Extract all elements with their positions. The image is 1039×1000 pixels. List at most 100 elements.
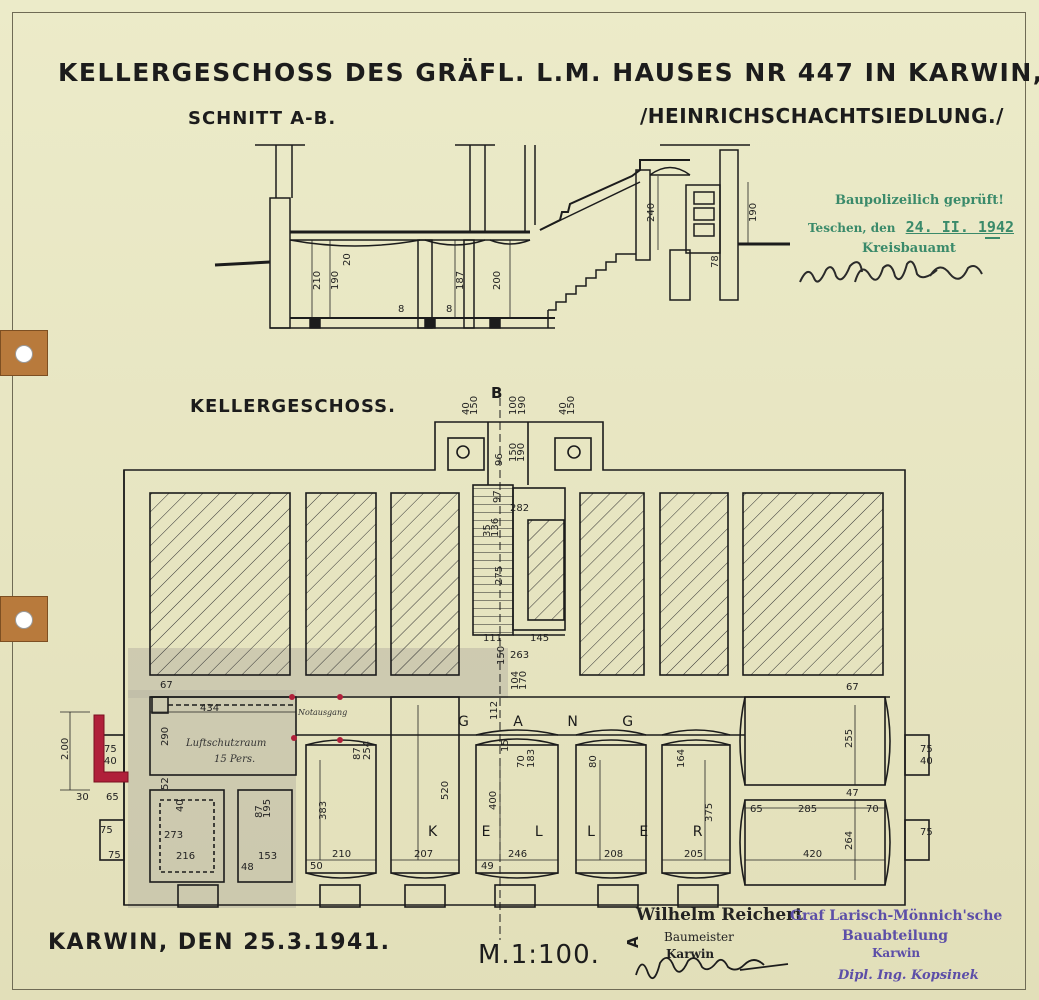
svg-text:285: 285 (798, 804, 817, 815)
builder-town: Karwin (666, 947, 715, 961)
svg-text:210: 210 (332, 849, 351, 860)
svg-text:190: 190 (517, 396, 528, 415)
dept-stamp-line1: Graf Larisch-Mönnich'sche (790, 908, 1003, 924)
approval-stamp-office: Kreisbauamt (862, 241, 956, 256)
corridor-label: G A N G (458, 714, 653, 730)
builder-name: Wilhelm Reichert (636, 905, 803, 925)
svg-text:255: 255 (844, 729, 855, 748)
svg-text:112: 112 (489, 701, 500, 720)
section-a-b (214, 144, 790, 329)
section-dim-8a: 8 (398, 304, 404, 315)
svg-text:49: 49 (481, 861, 494, 872)
svg-text:87: 87 (254, 805, 265, 818)
drawing-subtitle: /HEINRICHSCHACHTSIEDLUNG./ (640, 104, 1004, 128)
binder-tab-hole-icon (0, 330, 48, 376)
svg-text:145: 145 (530, 633, 549, 644)
builder-title: Baumeister (664, 930, 734, 944)
plan-dimensions: 40 150 100 190 40 150 96 150 190 97 282 … (60, 396, 933, 873)
svg-text:282: 282 (510, 503, 529, 514)
svg-text:75: 75 (108, 850, 121, 861)
section-dim-190: 190 (330, 271, 341, 290)
air-raid-room-label: Luftschutzraum (185, 738, 266, 749)
svg-text:111: 111 (483, 633, 502, 644)
svg-text:75: 75 (920, 744, 933, 755)
svg-text:290: 290 (160, 727, 171, 746)
svg-text:40: 40 (175, 799, 186, 812)
section-label: SCHNITT A-B. (188, 108, 337, 129)
exit-note: Notausgang (297, 708, 347, 717)
approval-stamp-place: Teschen, den 24. II. 1942 (808, 218, 1014, 236)
svg-text:207: 207 (414, 849, 433, 860)
section-dim-200: 200 (492, 271, 503, 290)
svg-text:375: 375 (704, 803, 715, 822)
svg-text:70: 70 (866, 804, 879, 815)
signature-icon (799, 260, 983, 283)
svg-text:96: 96 (494, 453, 505, 466)
section-dim-187: 187 (455, 271, 466, 290)
svg-text:150: 150 (508, 443, 519, 462)
svg-text:246: 246 (508, 849, 527, 860)
svg-text:208: 208 (604, 849, 623, 860)
svg-text:104: 104 (510, 671, 521, 690)
plan (99, 398, 930, 940)
section-dim-20: 20 (342, 253, 353, 266)
svg-text:52: 52 (160, 777, 171, 790)
svg-text:47: 47 (846, 788, 859, 799)
section-dim-190b: 190 (748, 203, 759, 222)
svg-text:35: 35 (482, 524, 493, 537)
svg-text:97: 97 (492, 490, 503, 503)
svg-text:150: 150 (469, 396, 480, 415)
svg-text:50: 50 (310, 861, 323, 872)
approval-stamp-line1: Baupolizeilich geprüft! (835, 193, 1004, 208)
section-marker-b: B (491, 384, 502, 402)
svg-text:153: 153 (258, 851, 277, 862)
section-dim-8b: 8 (446, 304, 452, 315)
svg-text:434: 434 (200, 703, 219, 714)
approval-stamp-place-text: Teschen, den (808, 221, 896, 235)
svg-text:264: 264 (844, 831, 855, 850)
binder-tab-hole-icon (0, 596, 48, 642)
svg-text:183: 183 (526, 749, 537, 768)
dept-stamp-line3: Karwin (872, 946, 921, 960)
svg-text:275: 275 (494, 566, 505, 585)
emergency-exit-mark (93, 714, 129, 783)
svg-text:263: 263 (510, 650, 529, 661)
svg-text:136: 136 (490, 518, 501, 537)
svg-text:2.00: 2.00 (60, 738, 71, 760)
svg-text:80: 80 (588, 755, 599, 768)
svg-text:170: 170 (518, 671, 529, 690)
plan-dim-lines (60, 705, 885, 880)
svg-text:67: 67 (160, 680, 173, 691)
dept-stamp-line2: Bauabteilung (842, 928, 949, 944)
svg-text:15: 15 (500, 739, 511, 752)
section-dimensions: 210 190 20 187 200 240 190 78 8 8 (311, 176, 759, 318)
svg-text:67: 67 (846, 682, 859, 693)
place-date: KARWIN, DEN 25.3.1941. (48, 930, 391, 955)
svg-text:195: 195 (262, 799, 273, 818)
air-raid-persons: 15 Pers. (214, 754, 255, 765)
svg-text:70: 70 (516, 755, 527, 768)
drawing-title: KELLERGESCHOSS DES GRÄFL. L.M. HAUSES NR… (58, 58, 1039, 87)
dept-engineer: Dipl. Ing. Kopsinek (838, 968, 979, 983)
svg-text:75: 75 (100, 825, 113, 836)
svg-text:48: 48 (241, 862, 254, 873)
svg-text:164: 164 (676, 749, 687, 768)
svg-text:40: 40 (920, 756, 933, 767)
svg-text:65: 65 (106, 792, 119, 803)
sheet-border (12, 12, 1026, 990)
plan-label: KELLERGESCHOSS. (190, 396, 396, 417)
svg-text:190: 190 (516, 443, 527, 462)
svg-text:254: 254 (362, 741, 373, 760)
svg-text:40: 40 (104, 756, 117, 767)
svg-text:100: 100 (508, 396, 519, 415)
section-marker-a: A (624, 936, 642, 948)
svg-text:87: 87 (352, 747, 363, 760)
svg-text:150: 150 (566, 396, 577, 415)
svg-text:383: 383 (318, 801, 329, 820)
svg-text:273: 273 (164, 830, 183, 841)
svg-text:420: 420 (803, 849, 822, 860)
svg-text:75: 75 (104, 744, 117, 755)
svg-text:520: 520 (440, 781, 451, 800)
